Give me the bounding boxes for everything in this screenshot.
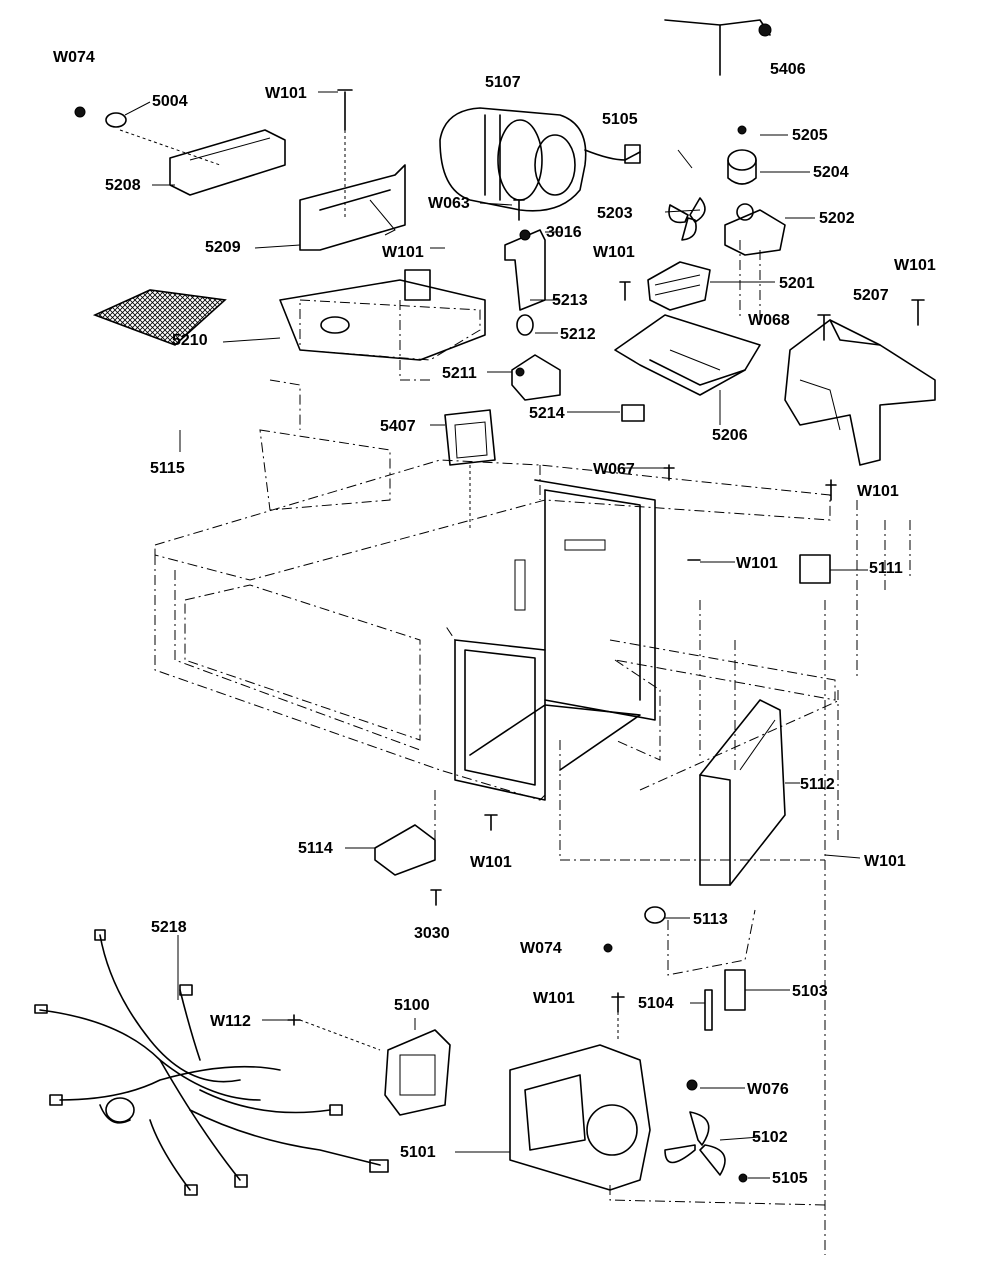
label-5201: 5201 [779,275,815,292]
bracket-3016-5213 [504,229,546,311]
reference-lines [269,240,911,1255]
lamp-5212 [516,314,534,336]
duct-5207 [784,319,936,466]
label-5115: 5115 [150,460,185,477]
label-w101-e: W101 [857,483,899,500]
leader-lines [124,91,868,1179]
door-5407 [444,409,496,530]
fan-housing-5101 [509,1044,651,1191]
label-5207: 5207 [853,287,889,304]
label-w101-c: W101 [593,244,635,261]
screws-right-group [619,281,925,561]
bracket-5211 [511,354,561,401]
motor-5204 [727,149,757,185]
label-w101-g: W101 [470,854,512,871]
screw-5205 [737,125,747,135]
label-3030: 3030 [414,925,450,942]
screw-w101-bottom [611,992,625,1040]
label-5407: 5407 [380,418,416,435]
label-5107: 5107 [485,74,521,91]
label-5205: 5205 [792,127,828,144]
label-5209: 5209 [205,239,241,256]
label-w074-bottom: W074 [520,940,562,957]
screw-w076 [686,1079,698,1091]
chassis-frame [154,299,841,801]
label-5213: 5213 [552,292,588,309]
cover-5210 [279,269,486,361]
label-3016: 3016 [546,224,582,241]
label-5101: 5101 [400,1144,436,1161]
label-5104: 5104 [638,995,674,1012]
switch-5111 [799,554,831,584]
switch-5100 [384,1029,451,1116]
fan-5203 [668,197,706,241]
screw-w101-top [337,89,353,220]
screw-w101-lower [484,814,498,831]
label-5102: 5102 [752,1129,788,1146]
plate-5206 [614,314,761,396]
label-5203: 5203 [597,205,633,222]
label-5218: 5218 [151,919,187,936]
label-w112: W112 [210,1013,251,1030]
label-w074-top: W074 [53,49,95,66]
bracket-5114 [374,824,436,876]
screw-w074-bottom [603,943,613,953]
filter-5115 [92,289,227,346]
clip-5004 [105,112,127,128]
label-5105-bottom: 5105 [772,1170,808,1187]
transformer-5201 [647,261,711,311]
bracket-5208 [119,129,286,196]
label-5210: 5210 [172,332,208,349]
label-w067: W067 [593,461,635,478]
label-5406: 5406 [770,61,806,78]
label-5113: 5113 [693,911,728,928]
label-w101-h: W101 [864,853,906,870]
label-5103: 5103 [792,983,828,1000]
label-5202: 5202 [819,210,855,227]
oven-cavity-front [454,479,656,801]
harness-5218 [34,929,389,1196]
label-5211: 5211 [442,365,477,382]
screw-w112 [287,1014,381,1051]
panel-5112 [699,699,786,886]
label-5111: 5111 [869,560,903,577]
label-w101-f: W101 [736,555,778,572]
label-5212: 5212 [560,326,596,343]
label-w068: W068 [748,312,790,329]
part-5113 [644,906,666,924]
screw-w063 [513,199,525,221]
motor-5202 [724,203,786,256]
fan-blade-5102 [664,1111,726,1176]
label-5105-top: 5105 [602,111,638,128]
part-5104 [704,989,713,1031]
label-w063: W063 [428,195,470,212]
wire-5406 [664,19,772,76]
label-5100: 5100 [394,997,430,1014]
label-w101-d: W101 [894,257,936,274]
label-w076: W076 [747,1081,789,1098]
label-w101-top: W101 [265,85,307,102]
label-5204: 5204 [813,164,849,181]
part-5214 [621,404,645,422]
screw-3030 [430,889,442,906]
label-5208: 5208 [105,177,141,194]
part-5103 [724,969,746,1011]
label-5214: 5214 [529,405,565,422]
label-5114: 5114 [298,840,333,857]
nut-5105-bottom [738,1173,748,1183]
label-5004: 5004 [152,93,188,110]
label-w101-b: W101 [382,244,424,261]
label-w101-i: W101 [533,990,575,1007]
label-5112: 5112 [800,776,835,793]
duct-5209 [299,164,406,251]
part-labels: W074 5004 5208 W101 5107 5105 5205 5406 … [53,49,936,1187]
label-5206: 5206 [712,427,748,444]
screw-w074-top [74,106,86,118]
